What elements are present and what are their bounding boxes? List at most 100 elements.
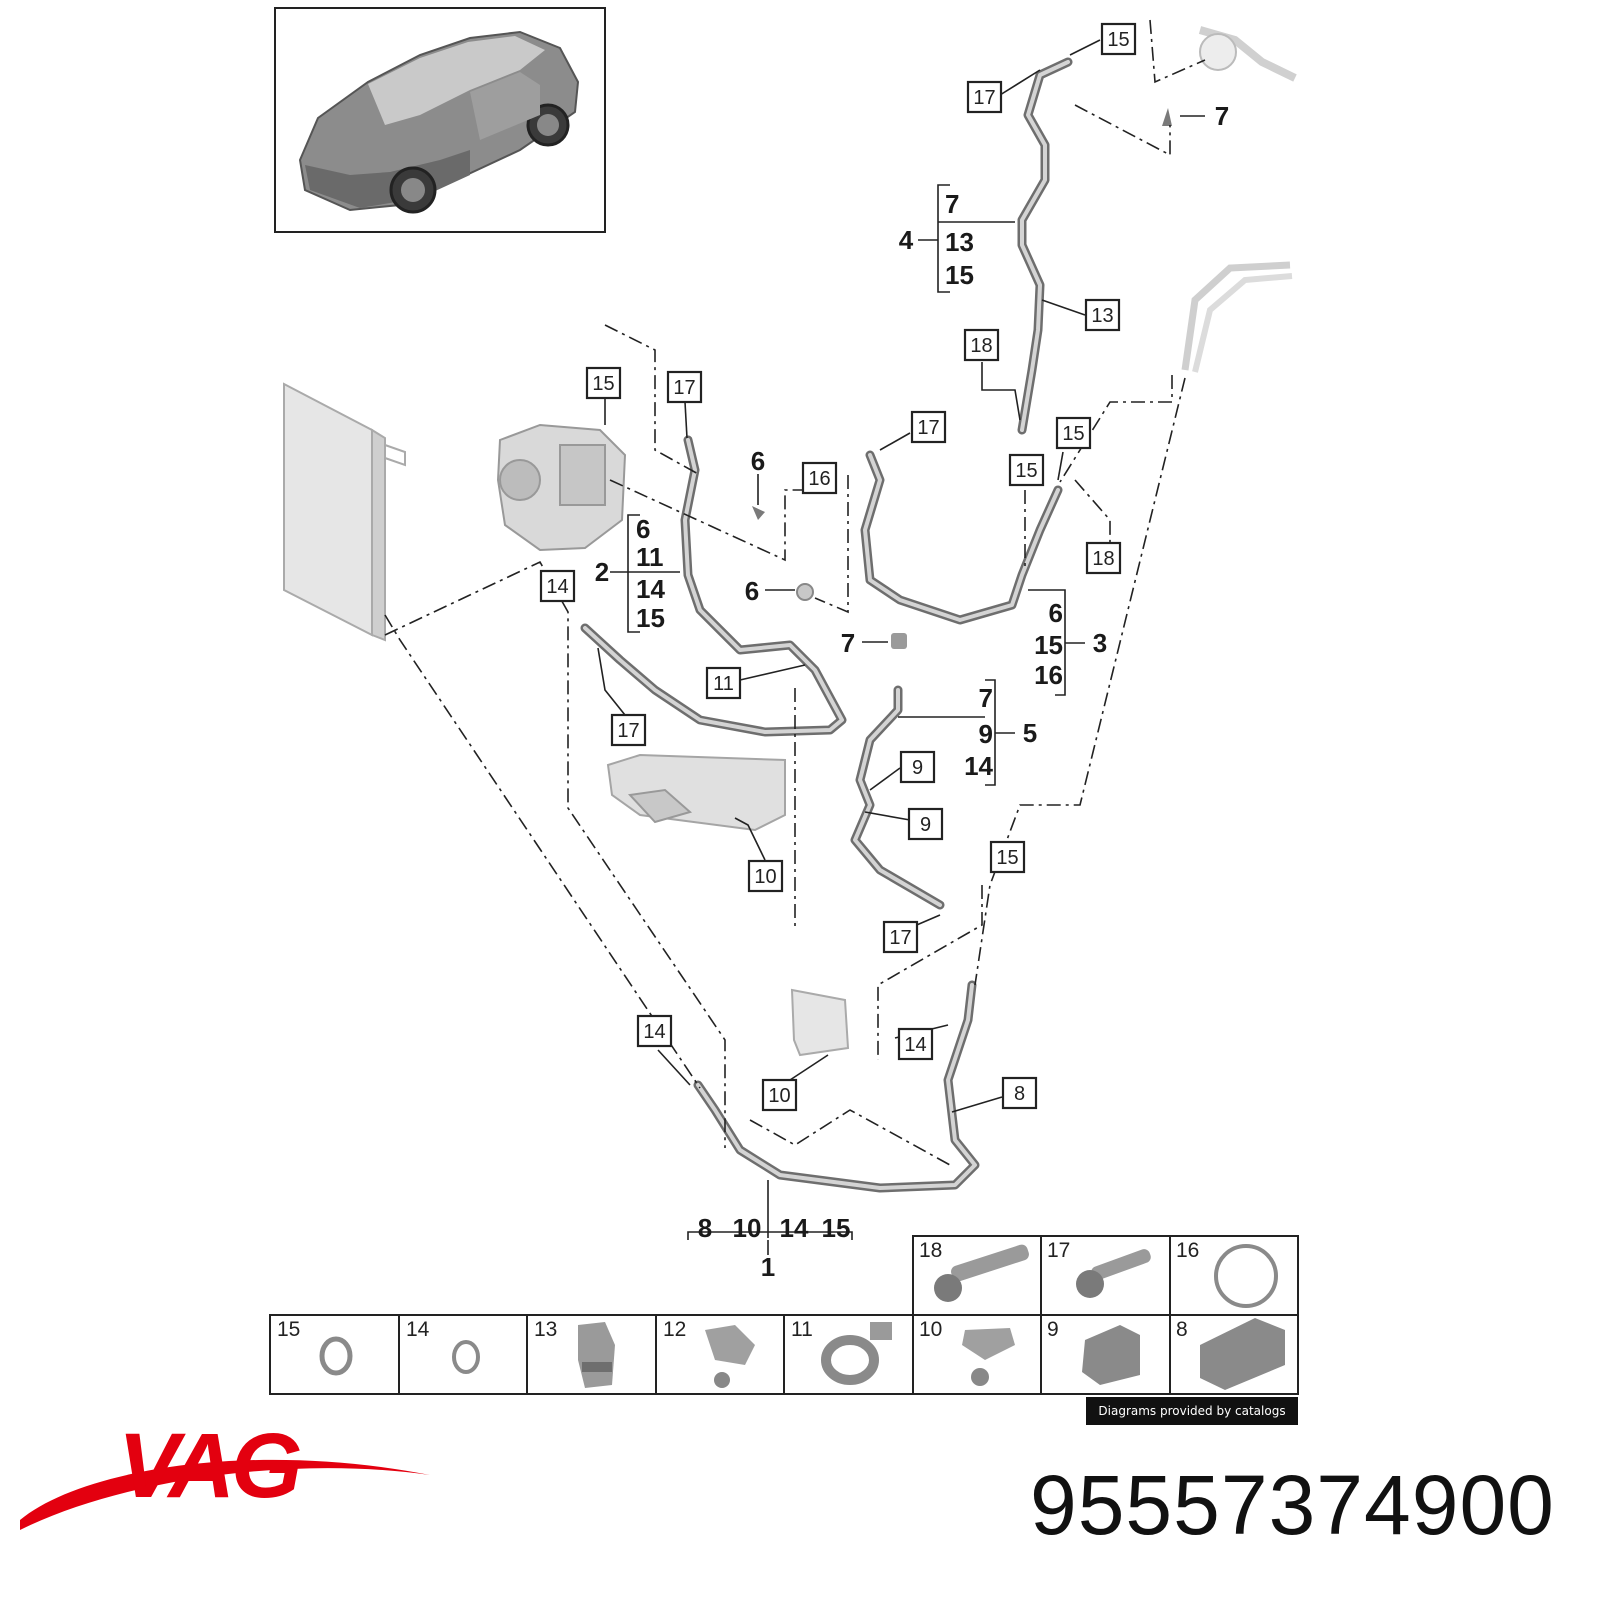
- svg-text:9: 9: [979, 719, 993, 749]
- assembly-2: 2 6 11 14 15: [595, 514, 666, 633]
- parts-cell-11: 11: [783, 1314, 914, 1395]
- svg-text:10: 10: [768, 1085, 790, 1107]
- assembly-4: 4 7 13 15: [899, 189, 974, 290]
- grommet-icon: [1200, 1318, 1285, 1390]
- parts-cell-18: 18: [912, 1235, 1042, 1316]
- assembly-brackets: [610, 184, 1085, 786]
- svg-text:15: 15: [822, 1213, 851, 1243]
- parts-cell-13: 13: [526, 1314, 657, 1395]
- svg-text:16: 16: [1034, 660, 1063, 690]
- svg-text:18: 18: [919, 1239, 942, 1262]
- svg-text:14: 14: [780, 1213, 809, 1243]
- seal-ring-icon: [1214, 1244, 1278, 1308]
- vag-logo: VAG: [20, 1415, 430, 1530]
- svg-text:9: 9: [912, 757, 923, 779]
- svg-text:14: 14: [406, 1318, 430, 1341]
- svg-text:15: 15: [1015, 460, 1037, 482]
- svg-text:9: 9: [1047, 1318, 1059, 1341]
- label-p4: 7: [841, 628, 855, 658]
- callout-c22: 10: [761, 1078, 798, 1112]
- svg-text:18: 18: [970, 335, 992, 357]
- leader-lines: [597, 39, 1205, 1255]
- svg-text:1: 1: [761, 1252, 775, 1282]
- svg-text:15: 15: [996, 847, 1018, 869]
- svg-text:18: 18: [1092, 548, 1114, 570]
- svg-text:14: 14: [964, 751, 993, 781]
- callout-c8: 15: [1055, 416, 1092, 450]
- callout-c7: 17: [910, 410, 947, 444]
- svg-text:17: 17: [889, 927, 911, 949]
- callout-c19: 17: [882, 920, 919, 954]
- svg-text:15: 15: [592, 373, 614, 395]
- callout-c9: 16: [801, 461, 838, 495]
- svg-text:16: 16: [808, 468, 830, 490]
- svg-text:17: 17: [1047, 1239, 1070, 1262]
- part-number: 95557374900: [1030, 1458, 1555, 1552]
- svg-text:14: 14: [636, 574, 665, 604]
- refrigerant-pipes: [580, 57, 1172, 1193]
- o-ring-icon: [319, 1336, 353, 1376]
- vehicle-thumbnail: [274, 7, 606, 233]
- callout-c3: 13: [1084, 298, 1121, 332]
- svg-text:11: 11: [791, 1318, 813, 1341]
- callout-c1: 15: [1100, 22, 1137, 56]
- grommet-icon: [1082, 1325, 1140, 1385]
- assembly-3: 3 6 15 16: [1034, 598, 1107, 690]
- svg-text:10: 10: [733, 1213, 762, 1243]
- svg-text:11: 11: [713, 673, 734, 695]
- assembly-5: 5 7 9 14: [964, 683, 1037, 781]
- svg-text:15: 15: [1034, 630, 1063, 660]
- condenser: [283, 382, 406, 642]
- callout-c6: 17: [666, 370, 703, 404]
- svg-text:8: 8: [1014, 1083, 1025, 1105]
- assembly-1: 8 10 14 15 1: [698, 1213, 851, 1282]
- svg-text:6: 6: [1049, 598, 1063, 628]
- svg-text:15: 15: [945, 260, 974, 290]
- callout-c12: 14: [539, 569, 576, 603]
- bracket-icon: [578, 1322, 615, 1388]
- callout-c13: 11: [705, 666, 742, 700]
- svg-text:6: 6: [636, 514, 650, 544]
- svg-text:12: 12: [663, 1318, 686, 1341]
- callout-c11: 18: [1085, 541, 1122, 575]
- svg-text:10: 10: [919, 1318, 942, 1341]
- svg-text:8: 8: [698, 1213, 712, 1243]
- compressor: [496, 423, 627, 552]
- parts-cell-16: 16: [1169, 1235, 1299, 1316]
- callout-c16: 9: [907, 807, 944, 841]
- credit-banner: Diagrams provided by catalogs parts: [1086, 1397, 1298, 1446]
- parts-cell-8: 8: [1169, 1314, 1299, 1395]
- parts-cell-15: 15: [269, 1314, 400, 1395]
- svg-text:17: 17: [617, 720, 639, 742]
- svg-text:16: 16: [1176, 1239, 1199, 1262]
- svg-text:4: 4: [899, 225, 914, 255]
- callout-c14: 17: [610, 713, 647, 747]
- svg-text:15: 15: [1062, 423, 1084, 445]
- svg-text:10: 10: [754, 866, 776, 888]
- callout-c2: 17: [966, 80, 1003, 114]
- callout-c4: 18: [963, 328, 1000, 362]
- screw-icon: [1076, 1249, 1151, 1298]
- evaporator-lines: [1181, 26, 1297, 373]
- svg-text:15: 15: [1107, 29, 1129, 51]
- svg-text:11: 11: [636, 542, 664, 572]
- svg-text:15: 15: [277, 1318, 300, 1341]
- parts-cell-14: 14: [398, 1314, 528, 1395]
- svg-text:15: 15: [636, 603, 665, 633]
- clamp-icon: [821, 1322, 892, 1385]
- parts-cell-10: 10: [912, 1314, 1042, 1395]
- svg-text:14: 14: [643, 1021, 665, 1043]
- svg-text:14: 14: [546, 576, 568, 598]
- svg-text:14: 14: [904, 1034, 926, 1056]
- svg-text:5: 5: [1023, 718, 1037, 748]
- svg-text:7: 7: [979, 683, 993, 713]
- o-ring-icon: [452, 1340, 480, 1374]
- label-p1: 7: [1215, 101, 1229, 131]
- label-p3: 6: [745, 576, 759, 606]
- svg-text:13: 13: [534, 1318, 557, 1341]
- svg-text:13: 13: [1091, 305, 1113, 327]
- callout-c18: 15: [989, 840, 1026, 874]
- callout-c5: 15: [585, 366, 622, 400]
- holder-icon: [962, 1328, 1015, 1386]
- callout-c15: 9: [899, 750, 936, 784]
